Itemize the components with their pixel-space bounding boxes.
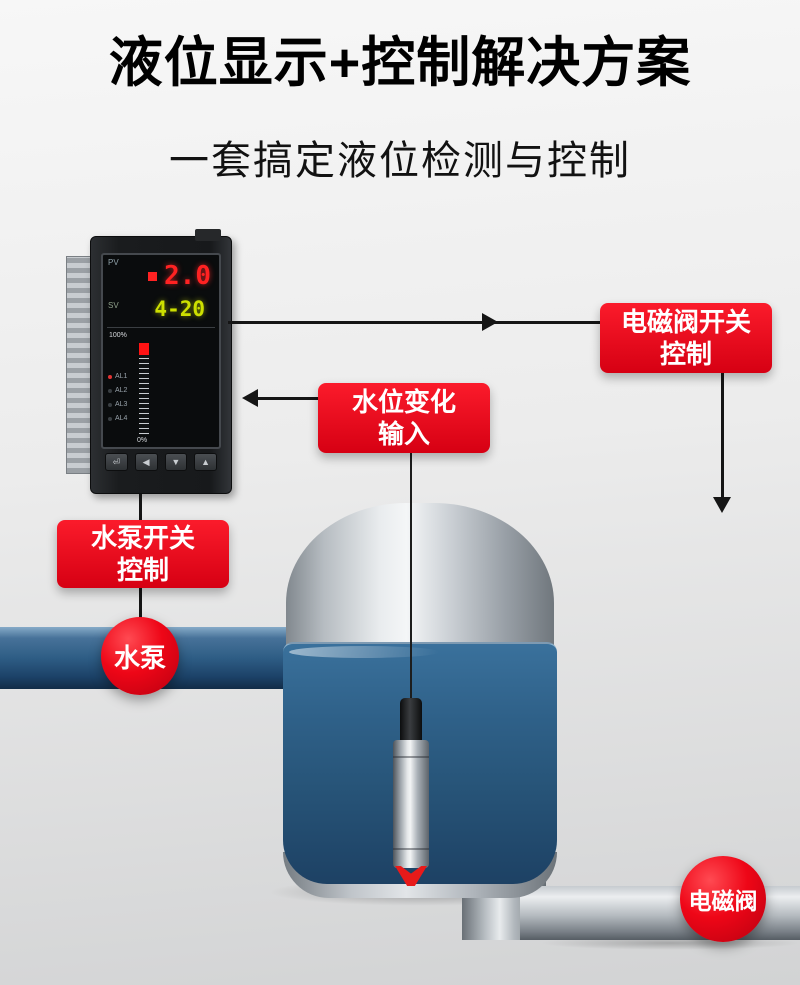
pv-value: 2.0: [148, 261, 211, 291]
led-icon: [108, 416, 112, 421]
down-button: ▼: [164, 453, 188, 471]
arrow-right-icon: [482, 313, 498, 331]
node-pump: 水泵: [101, 617, 179, 695]
sv-label: SV: [108, 301, 119, 310]
arrow-down-icon: [713, 497, 731, 513]
led-icon: [108, 388, 112, 393]
page-subtitle: 一套搞定液位检测与控制: [169, 139, 631, 183]
sv-value: 4-20: [154, 297, 205, 321]
connector-level-input-to-controller: [258, 397, 318, 400]
bargraph-0-label: 0%: [137, 437, 148, 444]
node-pump-label: 水泵: [113, 642, 166, 673]
tank-dome: [286, 503, 554, 668]
level-controller: PV 2.0 SV 4-20 100% 0% AL1 AL2 AL3 AL4: [66, 229, 232, 496]
connector-valve-control-down: [721, 373, 724, 501]
controller-body: PV 2.0 SV 4-20 100% 0% AL1 AL2 AL3 AL4: [90, 229, 232, 494]
callout-line: 电磁阀开关: [620, 306, 751, 337]
alarm-indicator: AL2: [108, 387, 127, 394]
panel-clip: [195, 229, 221, 241]
display-divider: [107, 327, 215, 328]
callout-line: 水泵开关: [90, 522, 195, 553]
controller-buttons: ⏎ ◀ ▼ ▲: [105, 453, 217, 471]
page-title: 液位显示+控制解决方案: [108, 33, 692, 93]
led-icon: [108, 374, 112, 379]
alarm-square-icon: [148, 271, 158, 281]
callout-valve-control: 电磁阀开关 控制: [600, 303, 772, 373]
bargraph-100-label: 100%: [109, 332, 127, 339]
alarm-indicators: AL1 AL2 AL3 AL4: [108, 373, 127, 422]
pv-label: PV: [108, 258, 119, 267]
alarm-label: AL1: [115, 373, 128, 380]
alarm-indicator: AL1: [108, 373, 127, 380]
water-surface-highlight: [289, 646, 439, 658]
pv-reading: 2.0: [164, 261, 211, 291]
connector-controller-to-valve-control: [228, 321, 600, 324]
led-icon: [108, 402, 112, 407]
callout-line: 控制: [659, 339, 712, 369]
node-valve: 电磁阀: [680, 856, 766, 942]
up-button: ▲: [194, 453, 217, 471]
callout-pump-control: 水泵开关 控制: [57, 520, 229, 588]
alarm-label: AL3: [115, 401, 128, 408]
set-button: ⏎: [105, 453, 128, 471]
controller-display: PV 2.0 SV 4-20 100% 0% AL1 AL2 AL3 AL4: [101, 253, 221, 449]
arrow-left-icon: [242, 389, 258, 407]
shift-button: ◀: [134, 453, 158, 471]
sensor-cable-gland: [400, 698, 422, 742]
alarm-label: AL4: [115, 415, 128, 422]
callout-level-input: 水位变化 输入: [318, 383, 490, 453]
callout-line: 控制: [116, 555, 169, 585]
connector-controller-to-pump-control: [139, 494, 142, 520]
connector-pump-control-to-pump: [139, 588, 142, 618]
bargraph-level-segment: [139, 343, 149, 355]
callout-line: 输入: [377, 419, 430, 449]
alarm-indicator: AL4: [108, 415, 127, 422]
node-valve-label: 电磁阀: [688, 888, 758, 914]
alarm-label: AL2: [115, 387, 128, 394]
bargraph: [139, 343, 149, 435]
alarm-indicator: AL3: [108, 401, 127, 408]
callout-line: 水位变化: [351, 386, 456, 417]
sensor-cable: [410, 453, 412, 703]
level-sensor: [393, 740, 429, 868]
